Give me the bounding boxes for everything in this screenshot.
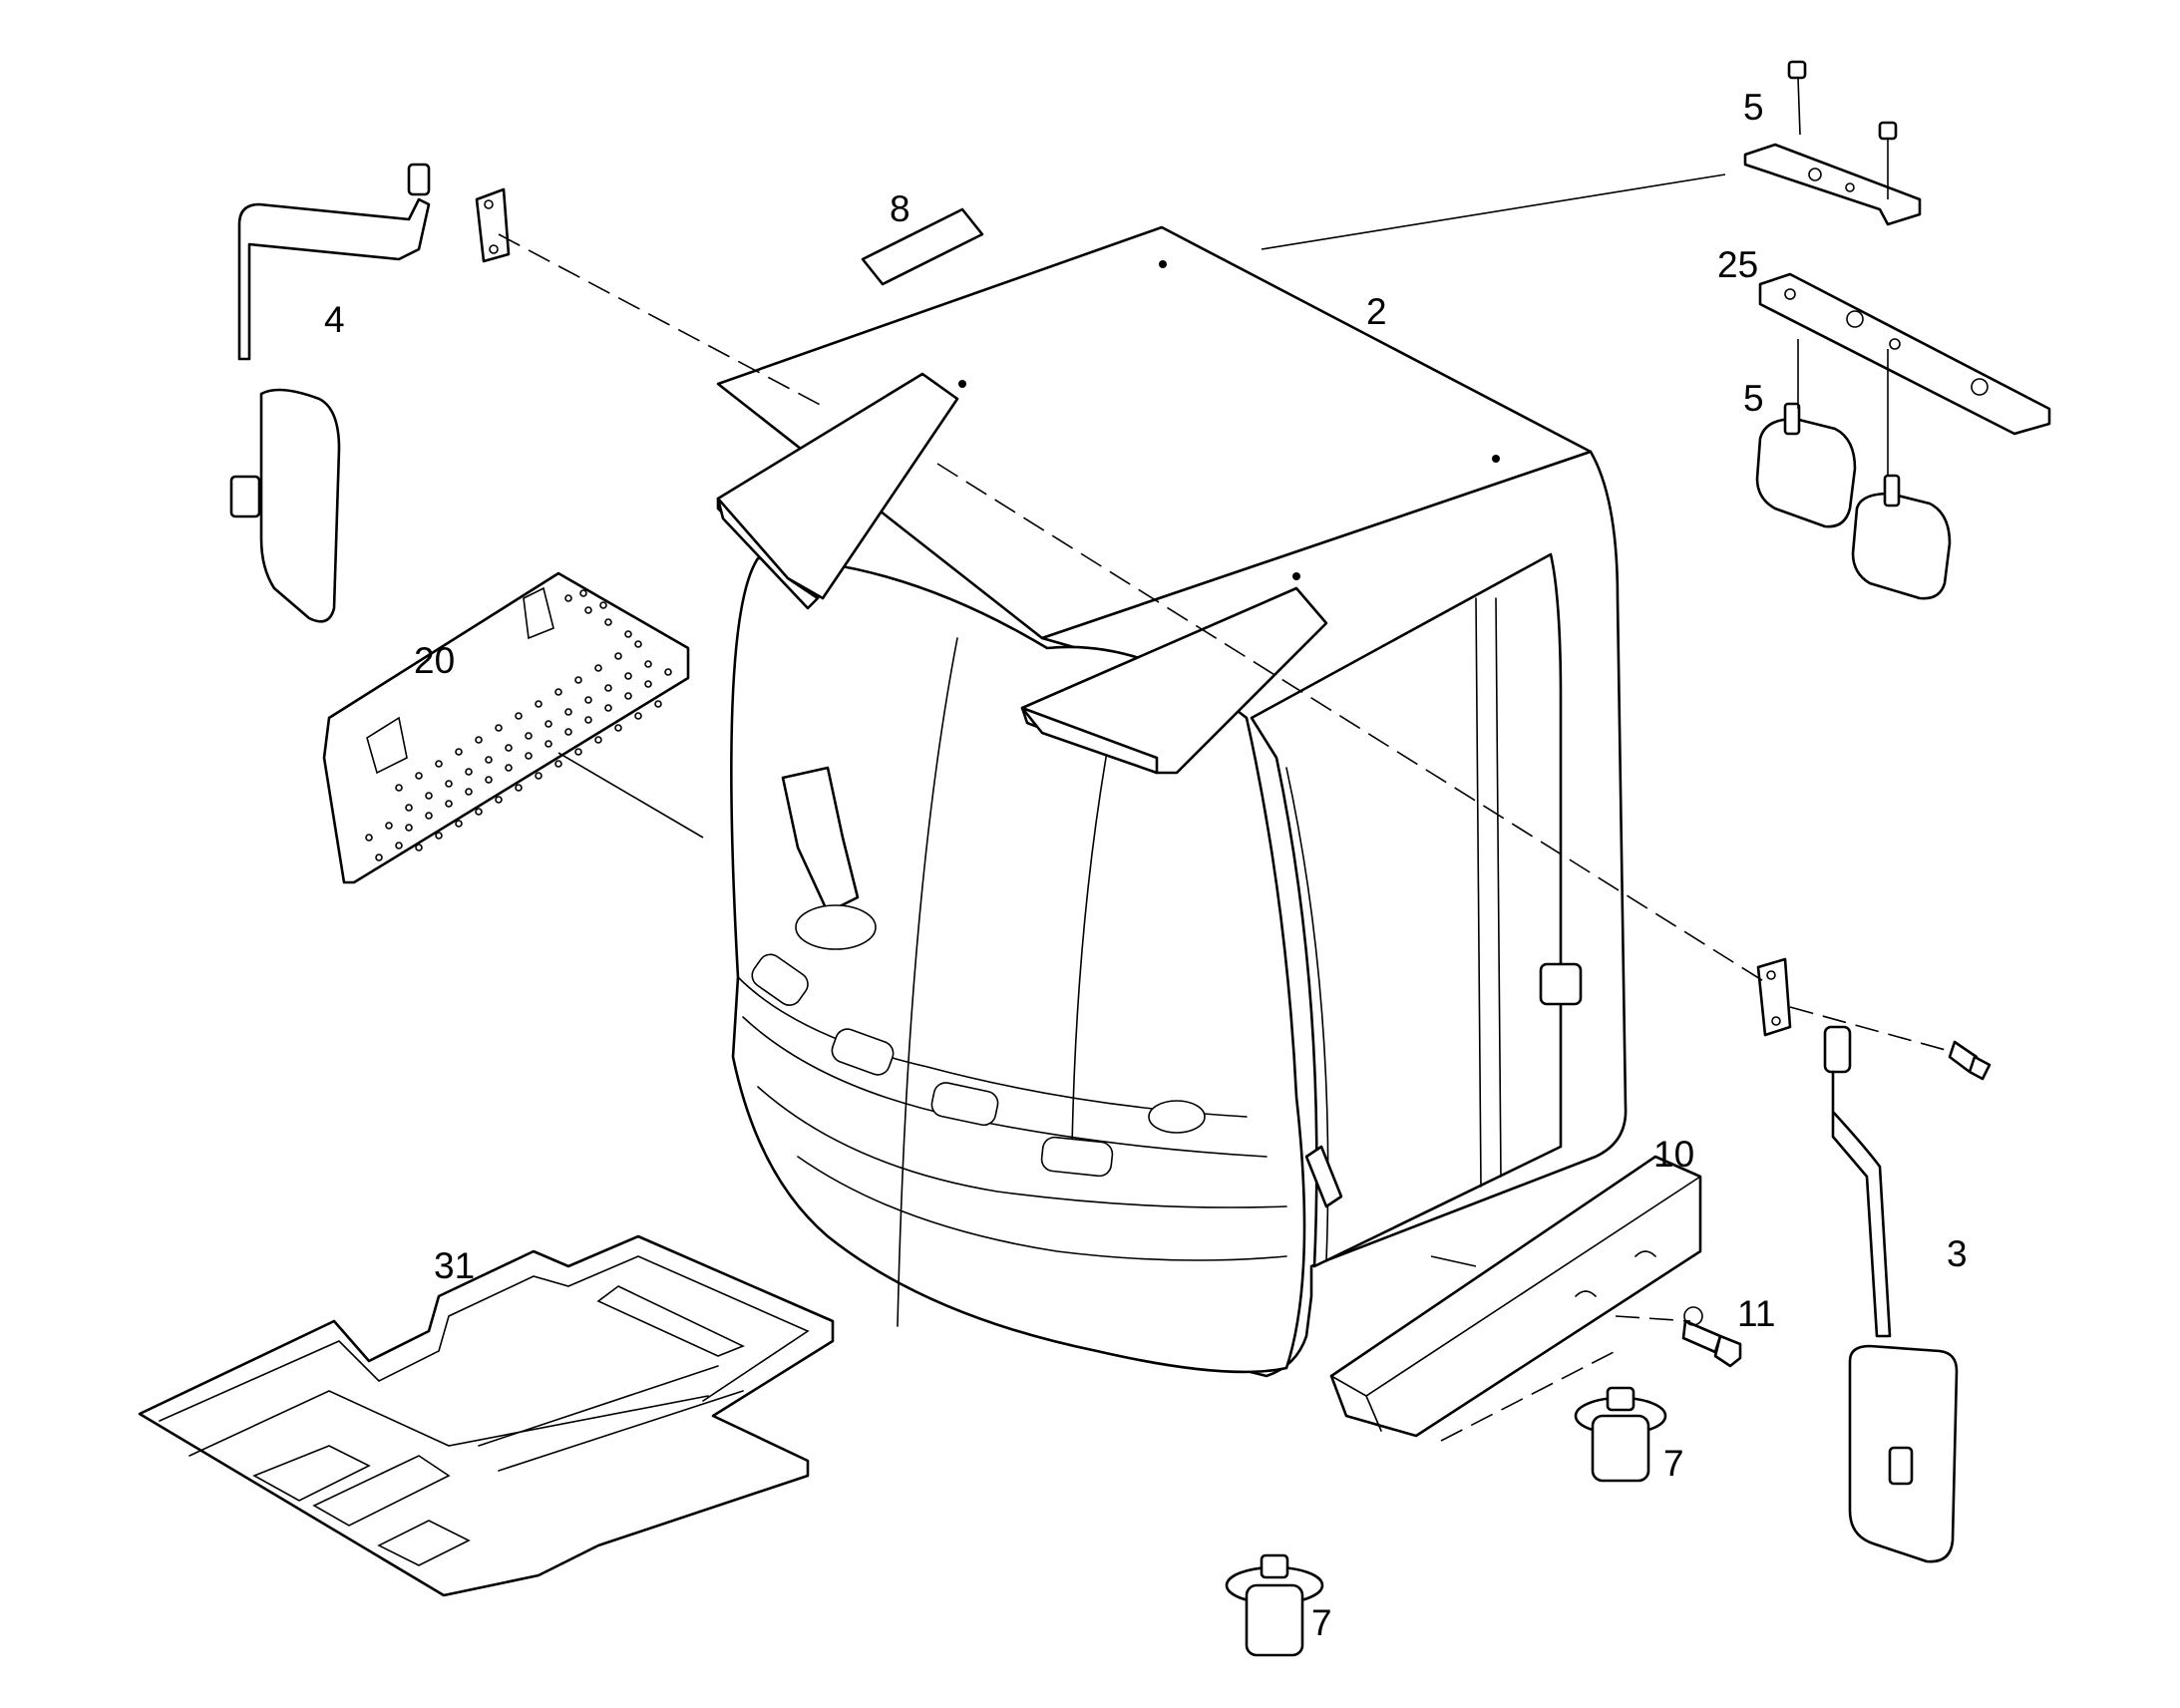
- mesh-perforations: [365, 589, 672, 861]
- step-cover: [1329, 1155, 1702, 1438]
- callout-bracket-plate: 25: [1717, 244, 1758, 285]
- floor-mat: [138, 1234, 835, 1597]
- callout-step-cover: 10: [1653, 1134, 1694, 1175]
- decal-plate: [861, 207, 984, 286]
- spacer-pad-left: [475, 187, 511, 263]
- left-mirror-assembly: [229, 163, 431, 623]
- mirror-bolt: [1948, 1040, 1992, 1081]
- callout-cab: 2: [1366, 291, 1387, 332]
- callout-decal: 8: [890, 188, 910, 229]
- callout-mirror-right: 3: [1947, 1233, 1968, 1274]
- callout-work-lights: 5: [1743, 378, 1764, 419]
- callout-mirror-left: 4: [324, 299, 345, 340]
- callout-mount-rear: 7: [1663, 1443, 1684, 1484]
- front-light-cluster: [751, 953, 1206, 1178]
- mesh-guard: [322, 571, 690, 884]
- callout-bolt: 11: [1737, 1293, 1775, 1334]
- right-mirror-assembly: [1823, 1025, 1959, 1563]
- spacer-pad-right: [1756, 957, 1792, 1037]
- bolt-11: [1681, 1306, 1742, 1368]
- callout-bracket-top: 5: [1743, 87, 1764, 128]
- work-light-right: [1851, 474, 1952, 600]
- callout-labels: 4 8 2 5 25 5 20 31 10 11 3 7 7: [324, 87, 1968, 1643]
- cab-mount-front: [1225, 1553, 1324, 1657]
- work-light-left: [1755, 402, 1857, 528]
- light-bracket-plate: [1758, 272, 2051, 436]
- leader-lines: [498, 77, 1954, 1442]
- cab-body: [716, 225, 1628, 1378]
- cab-mount-rear: [1574, 1386, 1667, 1483]
- callout-mesh-guard: 20: [414, 640, 455, 681]
- light-bracket-top: [1743, 60, 1922, 226]
- callout-mount-front: 7: [1311, 1602, 1332, 1643]
- callout-floor-mat: 31: [434, 1245, 475, 1286]
